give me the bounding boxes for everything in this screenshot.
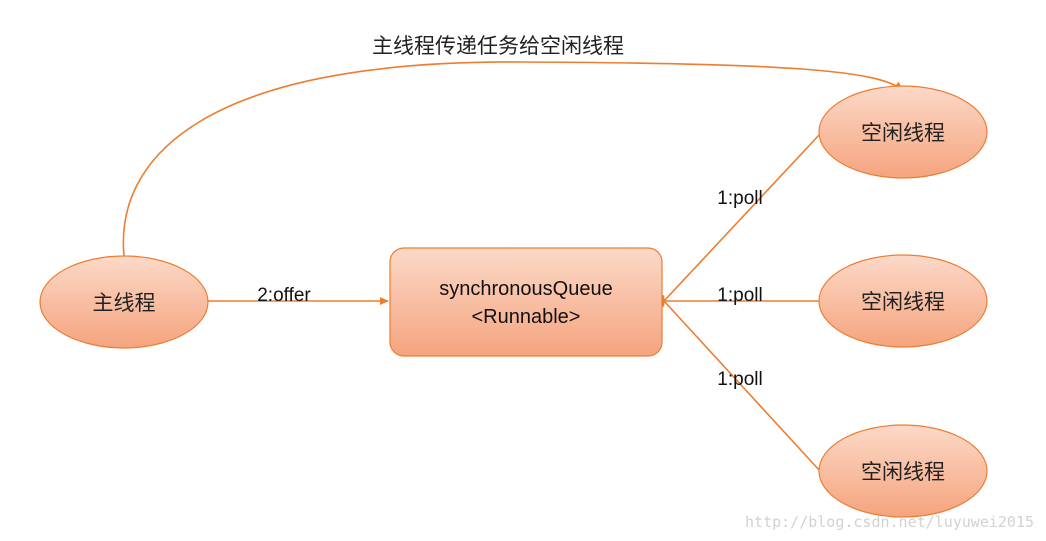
idle-thread-label: 空闲线程	[861, 290, 945, 314]
pass-task-curve-edge	[122, 61, 903, 257]
idle-thread-node-3: 空闲线程	[818, 424, 988, 518]
poll-label-1: 1:poll	[717, 188, 762, 209]
poll-label-3: 1:poll	[717, 369, 762, 390]
pass-task-label: 主线程传递任务给空闲线程	[372, 34, 624, 58]
poll-edge-3	[657, 294, 821, 472]
poll-edge-1	[657, 133, 821, 308]
watermark-text: http://blog.csdn.net/luyuwei2015	[745, 513, 1034, 531]
synchronous-queue-node: synchronousQueue <Runnable>	[389, 247, 663, 357]
poll-label-2: 1:poll	[717, 285, 762, 306]
idle-thread-node-1: 空闲线程	[818, 85, 988, 179]
queue-label-line1: synchronousQueue	[439, 278, 612, 300]
idle-thread-label: 空闲线程	[861, 121, 945, 145]
main-thread-node: 主线程	[39, 255, 209, 349]
queue-label-line2: <Runnable>	[472, 306, 581, 328]
main-thread-label: 主线程	[93, 291, 156, 315]
idle-thread-label: 空闲线程	[861, 460, 945, 484]
idle-thread-node-2: 空闲线程	[818, 254, 988, 348]
offer-label: 2:offer	[257, 285, 311, 306]
